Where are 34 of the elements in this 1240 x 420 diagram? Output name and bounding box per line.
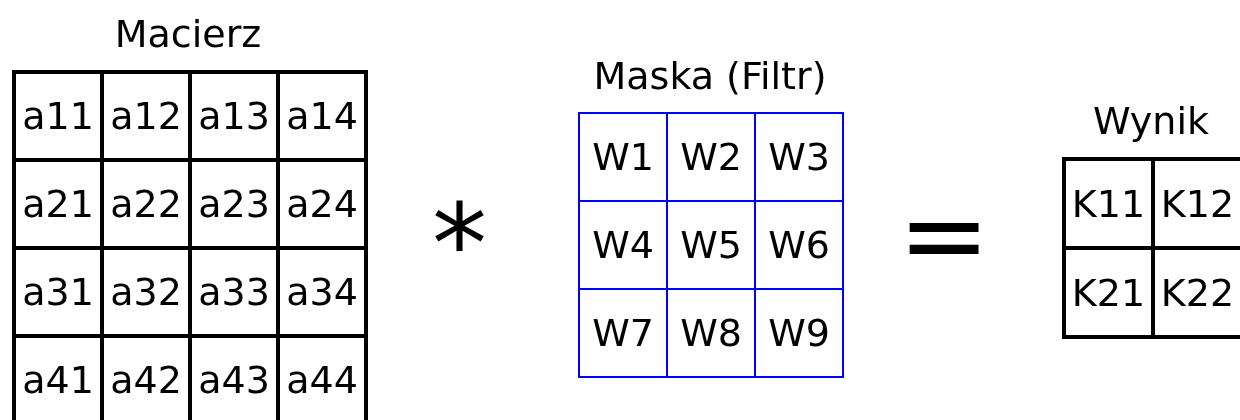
operator-sign: * <box>432 190 487 300</box>
matrix-cell: a12 <box>102 72 190 160</box>
matrix-cell: a33 <box>190 248 278 336</box>
matrix-cell: W1 <box>579 113 667 201</box>
matrix-cell: W2 <box>667 113 755 201</box>
matrix-cell: a44 <box>278 336 366 420</box>
matrix-cell: W3 <box>755 113 843 201</box>
matrix-cell: a41 <box>14 336 102 420</box>
matrix-cell: a23 <box>190 160 278 248</box>
matrix-cell: a13 <box>190 72 278 160</box>
matrix-heading: Wynik <box>1091 99 1210 143</box>
matrix-cell: a22 <box>102 160 190 248</box>
matrix-cell: a24 <box>278 160 366 248</box>
matrix-cell: a34 <box>278 248 366 336</box>
matrix-cell: W6 <box>755 201 843 289</box>
matrix-cell: W5 <box>667 201 755 289</box>
matrix-cell: K12 <box>1153 159 1240 248</box>
matrix-cell: K11 <box>1064 159 1153 248</box>
matrix-cell: W7 <box>579 289 667 377</box>
operator-sign: = <box>898 180 991 290</box>
matrix-cell: K22 <box>1153 248 1240 337</box>
matrix-cell: W9 <box>755 289 843 377</box>
matrix-cell: a21 <box>14 160 102 248</box>
matrix-cell: a11 <box>14 72 102 160</box>
matrix-cell: a14 <box>278 72 366 160</box>
matrix-heading: Maska (Filtr) <box>592 54 828 98</box>
matrix-cell: W8 <box>667 289 755 377</box>
matrix-cell: a31 <box>14 248 102 336</box>
matrix-cell: a32 <box>102 248 190 336</box>
matrix-cell: W4 <box>579 201 667 289</box>
matrix-heading: Macierz <box>113 12 263 56</box>
matrix-cell: a42 <box>102 336 190 420</box>
matrix-cell: K21 <box>1064 248 1153 337</box>
matrix-cell: a43 <box>190 336 278 420</box>
